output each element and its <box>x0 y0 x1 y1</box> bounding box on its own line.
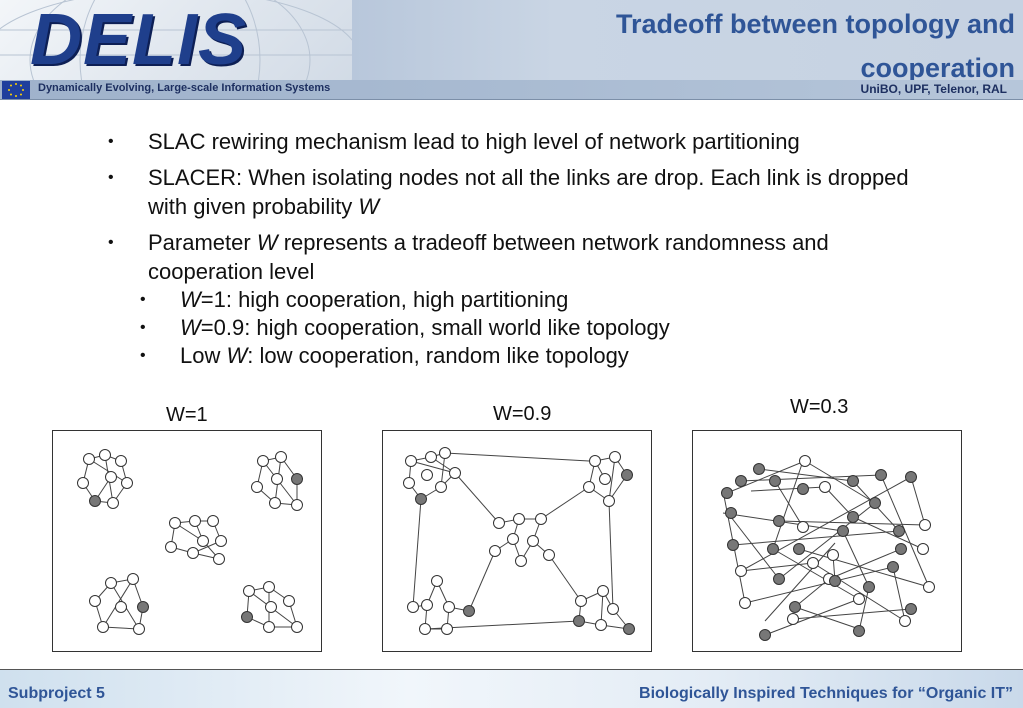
bullet-item: • SLAC rewiring mechanism lead to high l… <box>108 127 948 156</box>
bullet-text: SLAC rewiring mechanism lead to high lev… <box>148 129 800 154</box>
bullet-list: • SLAC rewiring mechanism lead to high l… <box>108 127 948 370</box>
bullet-variable: W <box>358 194 380 219</box>
partners-text: UniBO, UPF, Telenor, RAL <box>860 82 1007 96</box>
sub-bullet-item: • W=1: high cooperation, high partitioni… <box>108 286 948 314</box>
bullet-item: • SLACER: When isolating nodes not all t… <box>108 163 948 221</box>
figure-label-w03: W=0.3 <box>790 396 849 418</box>
footer-tagline: Biologically Inspired Techniques for “Or… <box>639 685 1013 702</box>
bullet-text: =1: high cooperation, high partitioning <box>200 287 569 312</box>
slide-footer <box>0 670 1023 708</box>
project-subtitle: Dynamically Evolving, Large-scale Inform… <box>38 82 331 94</box>
sub-bullet-item: • W=0.9: high cooperation, small world l… <box>108 314 948 342</box>
bullet-dot: • <box>108 133 114 150</box>
title-area: Tradeoff between topology and cooperatio… <box>352 0 1023 83</box>
delis-logo: DELIS <box>30 0 248 80</box>
figure-label-w1: W=1 <box>166 404 208 426</box>
bullet-dot: • <box>140 319 146 336</box>
bullet-text: : low cooperation, random like topology <box>247 343 629 368</box>
bullet-variable: W <box>256 230 278 255</box>
sub-bullet-item: • Low W: low cooperation, random like to… <box>108 342 948 370</box>
bullet-text: Parameter <box>148 230 251 255</box>
eu-flag-icon <box>2 81 30 99</box>
slide-header: DELIS Tradeoff between topology and coop… <box>0 0 1023 100</box>
bullet-dot: • <box>140 347 146 364</box>
figure-label-w09: W=0.9 <box>493 403 552 425</box>
bullet-dot: • <box>108 234 114 251</box>
bullet-text: represents a tradeoff between network ra… <box>148 230 829 284</box>
header-strip <box>0 80 1023 100</box>
network-panel-w09 <box>382 430 652 652</box>
bullet-text: =0.9: high cooperation, small world like… <box>200 315 670 340</box>
bullet-dot: • <box>140 291 146 308</box>
network-graph-w03 <box>721 455 935 641</box>
footer-subproject: Subproject 5 <box>8 685 105 702</box>
bullet-text: SLACER: When isolating nodes not all the… <box>148 165 909 219</box>
globe-lines-icon <box>0 0 352 80</box>
logo-area: DELIS <box>0 0 352 80</box>
network-panel-w1 <box>52 430 322 652</box>
bullet-variable: W <box>180 287 201 312</box>
network-graph-w09 <box>403 447 635 635</box>
footer-divider <box>0 669 1023 670</box>
bullet-item: • Parameter W represents a tradeoff betw… <box>108 228 948 286</box>
bullet-dot: • <box>108 169 114 186</box>
bullet-variable: W <box>180 315 201 340</box>
bullet-text: Low <box>180 343 221 368</box>
network-graph-w1 <box>77 449 303 635</box>
slide-title: Tradeoff between topology and cooperatio… <box>615 9 1015 83</box>
network-panel-w03 <box>692 430 962 652</box>
bullet-variable: W <box>226 343 248 368</box>
